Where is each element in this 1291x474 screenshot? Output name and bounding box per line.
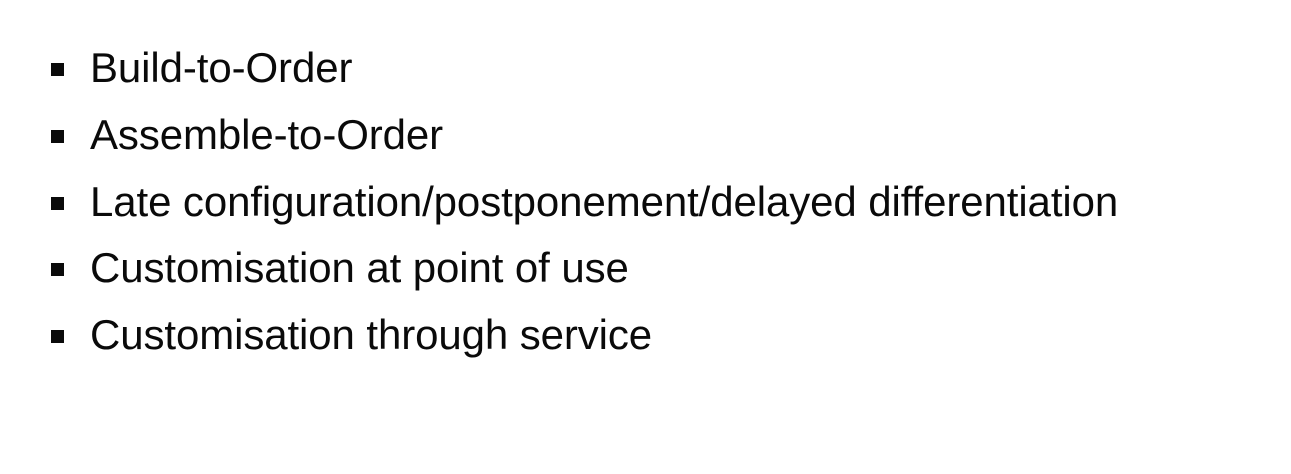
list-item: Customisation through service — [51, 308, 652, 375]
list-item-label: Customisation through service — [90, 311, 653, 358]
square-bullet-icon — [51, 197, 64, 210]
list-item-label: Late configuration/postponement/delayed … — [90, 178, 1119, 225]
square-bullet-icon — [51, 63, 64, 76]
square-bullet-icon — [51, 330, 64, 343]
list-item: Assemble-to-Order — [51, 108, 443, 175]
square-bullet-icon — [51, 263, 64, 276]
list-item: Build-to-Order — [51, 41, 352, 108]
list-item-label: Assemble-to-Order — [90, 111, 444, 158]
list-item: Customisation at point of use — [51, 241, 629, 308]
list-item-label: Customisation at point of use — [90, 244, 629, 291]
square-bullet-icon — [51, 130, 64, 143]
list-item-label: Build-to-Order — [90, 44, 353, 91]
list-item: Late configuration/postponement/delayed … — [51, 175, 1118, 242]
